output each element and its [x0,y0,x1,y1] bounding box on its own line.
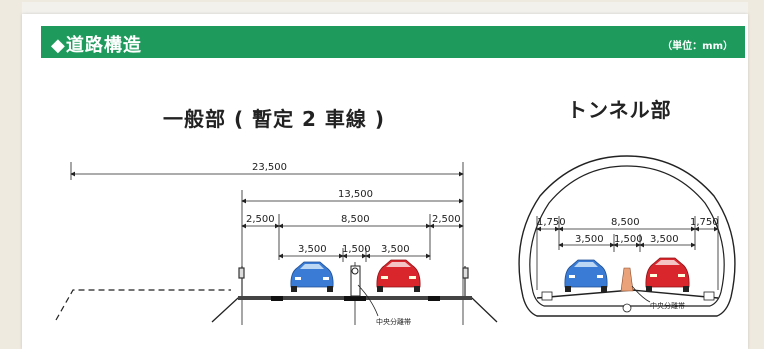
dim-lane-right: 3,500 [381,244,410,255]
dim-right-margin: 2,500 [432,214,461,225]
tunnel-dim-right: 1,750 [690,217,719,228]
guardrail-left [238,266,245,296]
tunnel-dim-left: 1,750 [537,217,566,228]
tunnel-dim-inner: 8,500 [611,217,640,228]
tunnel-section-heading: トンネル部 [567,98,672,122]
dim-left-margin: 2,500 [246,214,275,225]
general-section-heading: 一般部 ( 暫定 2 車線 ) [163,107,386,131]
dim-road: 13,500 [338,189,373,200]
tunnel-red-car-icon [645,257,690,292]
section-header: ◆道路構造 （単位：mm） [41,26,745,58]
unit-label: （単位：mm） [662,41,733,52]
median-post [350,265,361,297]
tunnel-median-post [620,267,634,292]
median-label-general: 中央分離帯 [376,317,411,326]
page-top-edge [22,2,748,14]
tunnel-dim-lane-right: 3,500 [650,234,679,245]
road-deck [211,297,498,323]
embankment-left [55,289,231,321]
guardrail-right [462,266,469,296]
dim-median: 1,500 [342,244,371,255]
dim-lane-left: 3,500 [298,244,327,255]
dim-total: 23,500 [252,162,287,173]
dim-inner: 8,500 [341,214,370,225]
median-label-tunnel: 中央分離帯 [650,301,685,310]
tunnel-cross-section: 1,750 8,500 1,750 3,500 1,500 3,500 [518,155,736,317]
section-title: ◆道路構造 [51,35,142,56]
tunnel-blue-car-icon [564,259,608,292]
general-cross-section: 23,500 13,500 2,500 8,500 2,500 3,500 1,… [55,162,498,326]
tunnel-dim-lane-left: 3,500 [575,234,604,245]
red-car-icon [376,259,421,292]
blue-car-icon [290,261,334,292]
tunnel-dim-median: 1,500 [614,234,643,245]
